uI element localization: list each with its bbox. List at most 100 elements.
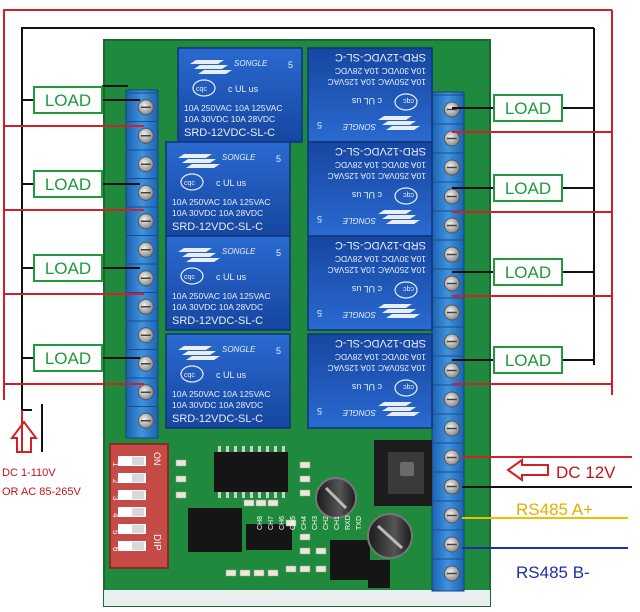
load-box-left-1: LOAD (33, 86, 103, 114)
led-label: CH6 (279, 516, 286, 530)
led-label: CH2 (323, 516, 330, 530)
relay-brand: SONGLE (222, 153, 256, 162)
dip-number: 2 (111, 479, 120, 484)
right-terminal-block (431, 91, 465, 592)
power-input-left: DC 1-110V OR AC 85-265V (2, 420, 82, 498)
smd-component (253, 569, 265, 577)
load-box-left-4: LOAD (33, 344, 103, 372)
relay-4: SONGLE 5 cqc c UL us 10A 250VAC 10A 125VAC10… (165, 333, 291, 429)
load-box-right-1: LOAD (493, 94, 563, 122)
dip-number: 5 (111, 530, 120, 535)
smd-component (299, 565, 311, 573)
smd-component (285, 519, 297, 527)
rs485-b-label: RS485 B- (516, 563, 590, 582)
smd-component (299, 489, 311, 497)
dip-number: 4 (111, 513, 120, 518)
smd-component (239, 569, 251, 577)
smd-component (315, 547, 327, 555)
dip-number: 3 (111, 496, 120, 501)
ic-chip-4 (330, 540, 370, 580)
smd-component (267, 569, 279, 577)
power-input-line1: DC 1-110V (2, 467, 56, 479)
relay-model: SRD-12VDC-SL-C (172, 221, 263, 233)
relay-model: SRD-12VDC-SL-C (172, 315, 263, 327)
relay-number: 5 (317, 120, 322, 130)
smd-component (175, 491, 187, 499)
relay-cert: cqc (184, 180, 195, 187)
smd-component (299, 475, 311, 483)
right-power-signals: DC 12V RS485 A+ RS485 B- (462, 456, 632, 582)
relay-ul-mark: c UL us (351, 190, 382, 200)
relay-ul-mark: c UL us (216, 370, 247, 380)
voltage-regulator (374, 440, 432, 506)
smd-component (299, 547, 311, 555)
left-arrow-icon (506, 458, 549, 482)
relay-rating-1: 10A 250VAC 10A 125VAC (328, 171, 426, 181)
relay-brand: SONGLE (234, 59, 268, 68)
relay-rating-1: 10A 250VAC 10A 125VAC (328, 265, 426, 275)
capacitor-1 (315, 477, 357, 519)
ic-chip-3 (246, 524, 292, 550)
relay-ul-mark: c UL us (216, 272, 247, 282)
led-label: RXD (345, 515, 352, 530)
smd-component (285, 565, 297, 573)
dc-12v-label: DC 12V (556, 463, 616, 482)
load-label: LOAD (45, 349, 91, 368)
relay-brand: SONGLE (342, 216, 376, 225)
relay-number: 5 (317, 406, 322, 416)
relay-brand: SONGLE (222, 247, 256, 256)
smd-component (175, 475, 187, 483)
relay-number: 5 (276, 346, 281, 356)
relay-number: 5 (288, 60, 293, 70)
relay-cert: cqc (403, 285, 414, 292)
led-label: CH1 (334, 516, 341, 530)
relay-rating-1: 10A 250VAC 10A 125VAC (184, 103, 282, 113)
relay-brand: SONGLE (222, 345, 256, 354)
relay-ul-mark: c UL us (228, 84, 259, 94)
load-box-right-2: LOAD (493, 174, 563, 202)
led-label: TXD (356, 516, 363, 530)
relay-model: SRD-12VDC-SL-C (172, 413, 263, 425)
relay-model: SRD-12VDC-SL-C (335, 51, 426, 63)
relay-number: 5 (317, 214, 322, 224)
smd-component (315, 565, 327, 573)
relay-ul-mark: c UL us (351, 96, 382, 106)
smd-component (299, 461, 311, 469)
relay-7: SONGLE 5 cqc c UL us 10A 250VAC 10A 125VAC10… (307, 235, 433, 331)
relay-ul-mark: c UL us (351, 284, 382, 294)
led-label: CH7 (268, 516, 275, 530)
smd-component (267, 499, 279, 507)
load-box-left-3: LOAD (33, 254, 103, 282)
relay-rating-2: 10A 30VDC 10A 28VDC (172, 302, 263, 312)
load-box-right-4: LOAD (493, 346, 563, 374)
relay-rating-2: 10A 30VDC 10A 28VDC (172, 400, 263, 410)
relay-number: 5 (276, 154, 281, 164)
load-label: LOAD (45, 175, 91, 194)
relay-brand: SONGLE (342, 310, 376, 319)
load-box-right-3: LOAD (493, 258, 563, 286)
capacitor-2 (367, 513, 413, 559)
smd-component (255, 499, 267, 507)
left-terminal-block (125, 89, 159, 439)
load-label: LOAD (505, 351, 551, 370)
relay-model: SRD-12VDC-SL-C (335, 145, 426, 157)
relay-ul-mark: c UL us (216, 178, 247, 188)
relay-model: SRD-12VDC-SL-C (184, 127, 275, 139)
up-arrow-icon (10, 420, 38, 453)
relay-rating-2: 10A 30VDC 10A 28VDC (335, 160, 426, 170)
wiring (3, 9, 613, 452)
relay-rating-1: 10A 250VAC 10A 125VAC (172, 389, 270, 399)
relay-cert: cqc (184, 372, 195, 379)
relay-rating-2: 10A 30VDC 10A 28VDC (335, 254, 426, 264)
led-label: CH4 (301, 516, 308, 530)
relay-number: 5 (317, 308, 322, 318)
load-box-left-2: LOAD (33, 170, 103, 198)
rs485-a-label: RS485 A+ (516, 500, 593, 519)
smd-component (299, 533, 311, 541)
dip-number: 1 (111, 462, 120, 467)
